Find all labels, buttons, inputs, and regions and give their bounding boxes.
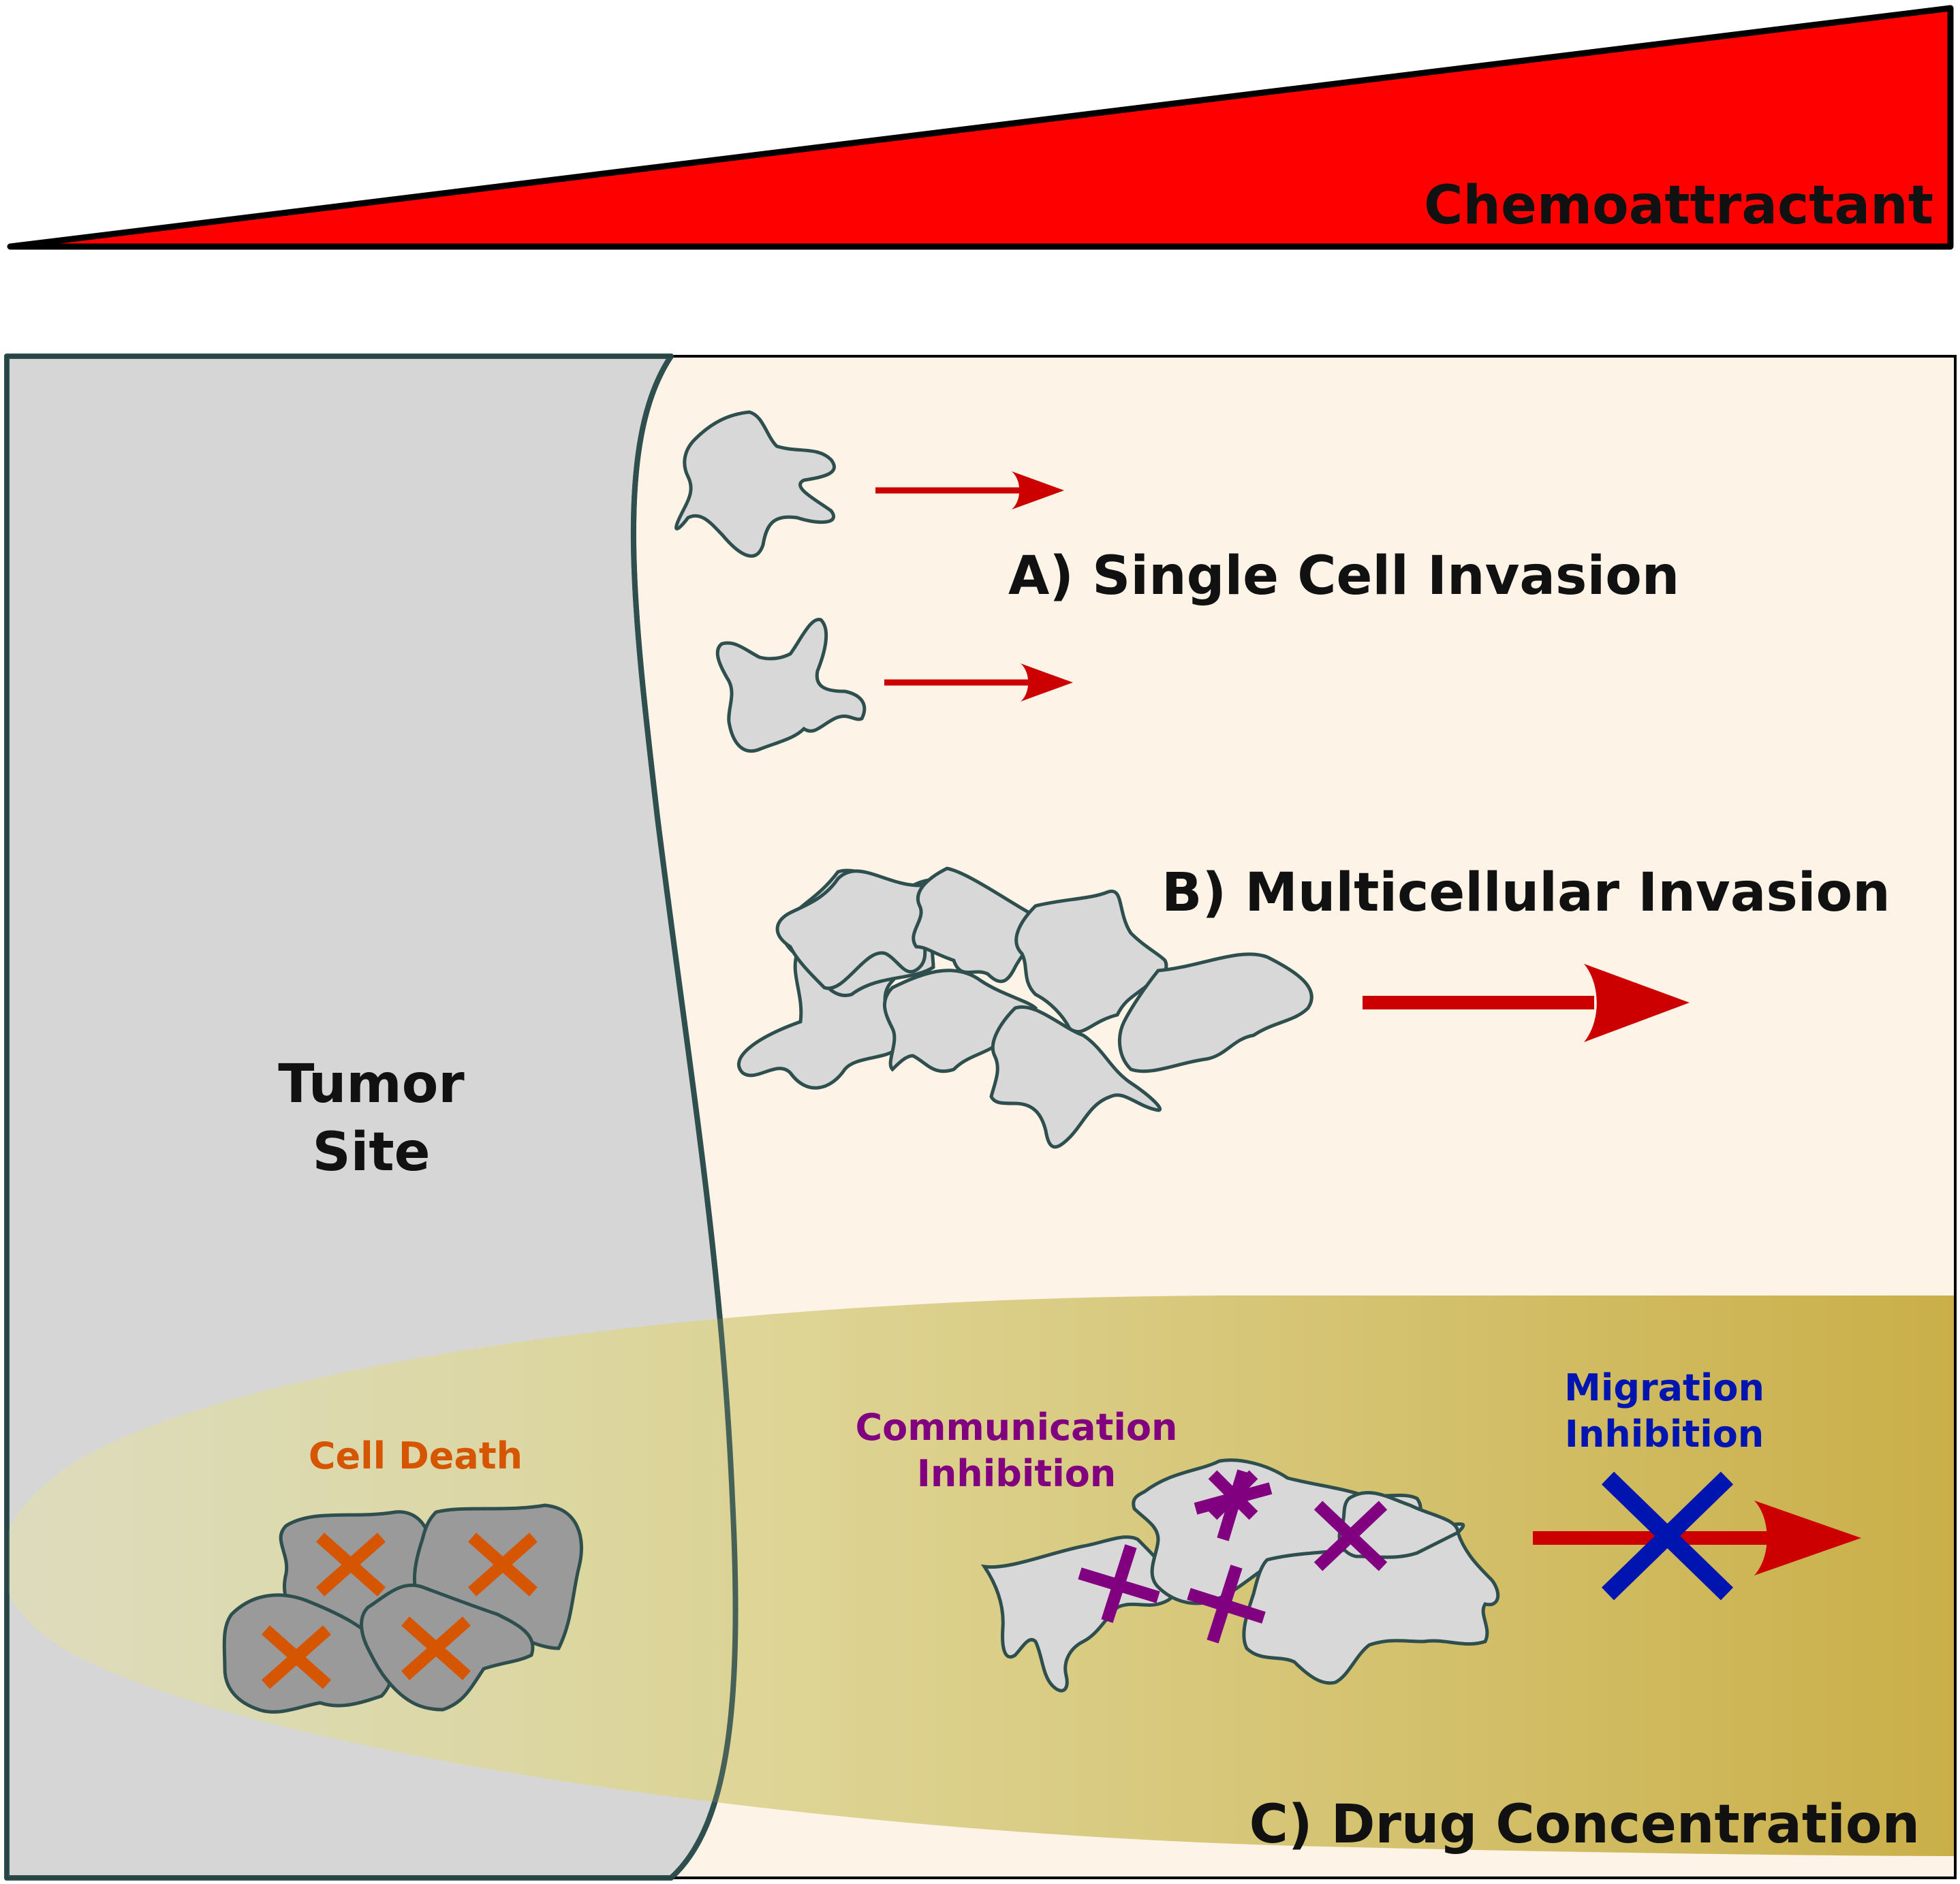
communication-x-mark	[1078, 1544, 1160, 1623]
migration-arrow-head	[1584, 964, 1690, 1042]
cluster-cell	[1117, 952, 1313, 1073]
multicellular-invasion-label: B) Multicellular Invasion	[1162, 862, 1891, 924]
communication-x-mark	[1187, 1565, 1266, 1644]
chemoattractant-gradient: Chemoattractant	[7, 5, 1954, 250]
single-cell	[674, 410, 836, 558]
migration-inhibition: Migration Inhibition	[1533, 1366, 1861, 1601]
communication-inhibition-label-line1: Communication	[856, 1406, 1178, 1449]
gradient-label: Chemoattractant	[1424, 175, 1933, 236]
migration-inhibition-label-line2: Inhibition	[1565, 1413, 1764, 1456]
multicellular-invasion: B) Multicellular Invasion	[737, 862, 1891, 1149]
communication-inhibition-cluster: Communication Inhibition	[856, 1406, 1500, 1693]
blocked-arrow-head	[1754, 1501, 1861, 1575]
block-x-mark	[1601, 1471, 1734, 1601]
communication-x-mark	[1194, 1469, 1273, 1541]
migration-arrow-head	[1021, 663, 1073, 702]
drug-concentration-label: C) Drug Concentration	[1249, 1794, 1920, 1855]
single-cell-invasion: A) Single Cell Invasion	[674, 410, 1679, 753]
migration-arrow-head	[1012, 471, 1064, 509]
death-x-mark	[401, 1616, 471, 1680]
cluster-cell	[1014, 889, 1168, 1034]
cell-death-cluster: Cell Death	[222, 1434, 583, 1714]
death-x-mark	[316, 1533, 386, 1597]
drug-zone	[7, 1296, 1955, 1856]
tumor-site-label-line1: Tumor	[278, 1054, 465, 1115]
drug-concentration-region	[7, 1296, 1955, 1856]
communication-x-mark	[1313, 1501, 1388, 1571]
death-x-mark	[262, 1625, 331, 1689]
dead-cell	[360, 1583, 535, 1712]
cluster-cell	[882, 969, 1038, 1073]
tumor-border	[4, 354, 738, 1881]
single-cell	[715, 618, 867, 753]
single-cell-invasion-label: A) Single Cell Invasion	[1008, 546, 1679, 607]
death-x-mark	[468, 1533, 538, 1597]
migration-inhibition-label-line1: Migration	[1564, 1366, 1764, 1409]
tumor-site-label-line2: Site	[312, 1122, 430, 1183]
communication-inhibition-label-line2: Inhibition	[917, 1452, 1117, 1495]
cluster-cell	[989, 1005, 1162, 1149]
cell-death-label: Cell Death	[309, 1434, 523, 1477]
gradient-wedge	[7, 5, 1954, 250]
